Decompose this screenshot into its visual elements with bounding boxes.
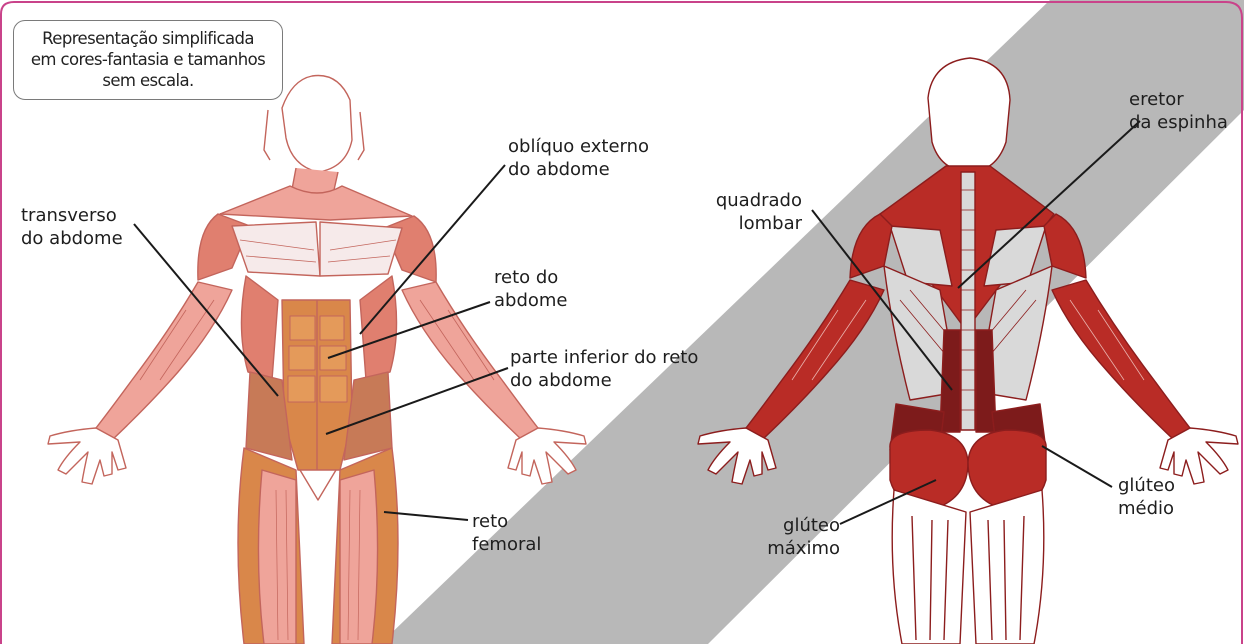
label-line: do abdome	[508, 158, 649, 181]
label-transverso: transverso do abdome	[21, 204, 123, 250]
label-line: reto do	[494, 266, 568, 289]
label-parte-inferior: parte inferior do reto do abdome	[510, 346, 698, 392]
label-line: reto	[472, 510, 541, 533]
leader-gluteo-medio	[1042, 446, 1112, 487]
label-line: abdome	[494, 289, 568, 312]
label-line: eretor	[1129, 88, 1228, 111]
label-eretor-espinha: eretor da espinha	[1129, 88, 1228, 134]
label-line: do abdome	[21, 227, 123, 250]
label-gluteo-medio: glúteo médio	[1118, 474, 1175, 520]
label-reto-do-abdome: reto do abdome	[494, 266, 568, 312]
label-line: da espinha	[1129, 111, 1228, 134]
scale-disclaimer-note: Representação simplificada em cores-fant…	[13, 20, 283, 100]
note-line: Representação simplificada	[14, 28, 282, 49]
label-line: glúteo	[760, 514, 840, 537]
note-line: em cores-fantasia e tamanhos	[14, 49, 282, 70]
label-reto-femoral: reto femoral	[472, 510, 541, 556]
label-line: oblíquo externo	[508, 135, 649, 158]
note-line: sem escala.	[14, 70, 282, 91]
label-line: do abdome	[510, 369, 698, 392]
label-gluteo-maximo: glúteo máximo	[760, 514, 840, 560]
label-line: glúteo	[1118, 474, 1175, 497]
label-line: lombar	[700, 212, 802, 235]
label-obliquo-externo: oblíquo externo do abdome	[508, 135, 649, 181]
label-line: quadrado	[700, 189, 802, 212]
label-line: parte inferior do reto	[510, 346, 698, 369]
label-quadrado-lombar: quadrado lombar	[700, 189, 802, 235]
label-line: médio	[1118, 497, 1175, 520]
label-line: máximo	[760, 537, 840, 560]
label-line: femoral	[472, 533, 541, 556]
label-line: transverso	[21, 204, 123, 227]
